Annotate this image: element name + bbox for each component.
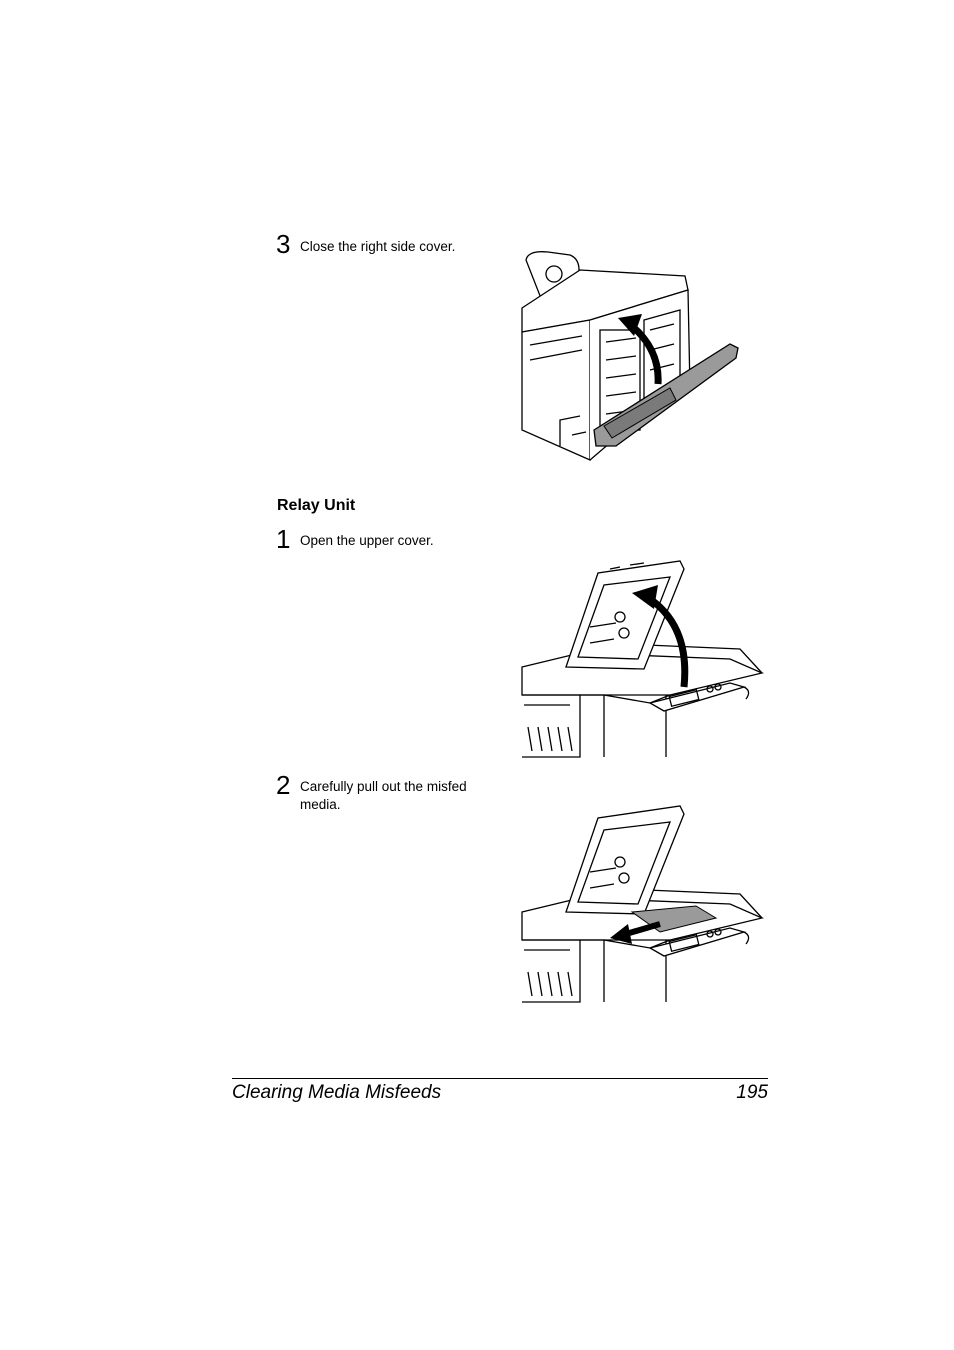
footer-rule: [232, 1078, 768, 1079]
footer-chapter-title: Clearing Media Misfeeds: [232, 1082, 442, 1103]
step-number: 2: [276, 770, 291, 800]
step-number: 1: [276, 524, 291, 554]
printer-upper-cover-open-illustration: [521, 560, 765, 758]
step-instruction: Open the upper cover.: [300, 533, 434, 548]
printer-right-cover-illustration: [521, 251, 739, 461]
step-instruction: Carefully pull out the misfed media.: [300, 779, 467, 812]
printer-misfeed-removal-illustration: [521, 805, 765, 1003]
section-title: Relay Unit: [277, 497, 356, 514]
step-instruction: Close the right side cover.: [300, 239, 456, 254]
page-number: 195: [736, 1082, 768, 1103]
step-number: 3: [276, 229, 291, 259]
